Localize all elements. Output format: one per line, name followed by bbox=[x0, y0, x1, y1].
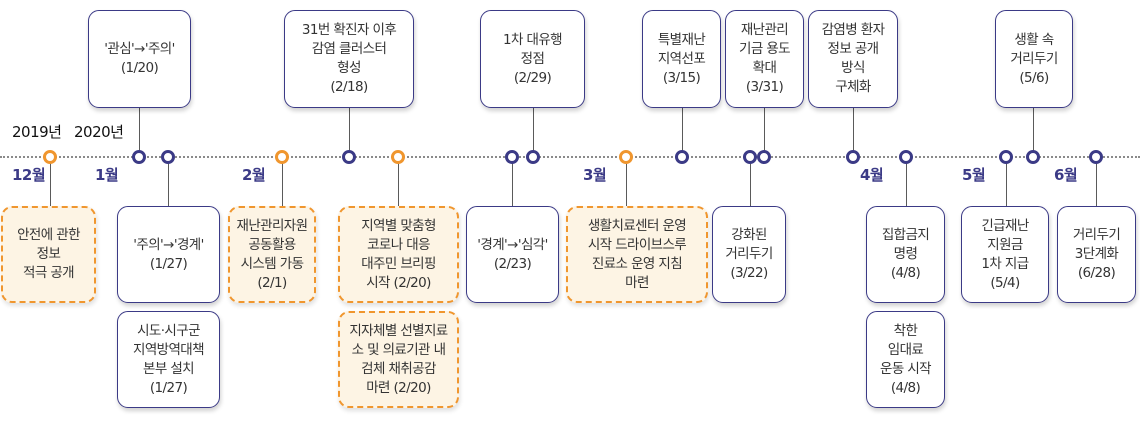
event-box-alert-attention: '관심'→'주의' (1/20) bbox=[88, 10, 191, 108]
timeline-marker-national bbox=[743, 150, 757, 164]
timeline-marker-national bbox=[526, 150, 540, 164]
timeline-marker-national bbox=[899, 150, 913, 164]
month-label-apr: 4월 bbox=[860, 166, 884, 184]
event-box-regional-hq: 시도·시구군 지역방역대책 본부 설치 (1/27) bbox=[117, 311, 220, 408]
connector-line bbox=[626, 158, 627, 206]
connector-line bbox=[512, 158, 513, 206]
event-box-first-wave-peak: 1차 대유행 정점 (2/29) bbox=[480, 10, 585, 108]
timeline-marker-national bbox=[1026, 150, 1040, 164]
timeline-marker-local bbox=[391, 150, 405, 164]
connector-line bbox=[750, 158, 751, 206]
month-label-mar: 3월 bbox=[583, 166, 607, 184]
connector-line bbox=[853, 108, 854, 156]
event-box-good-landlord: 착한 임대료 운동 시작 (4/8) bbox=[866, 311, 945, 408]
event-box-emergency-relief-fund: 긴급재난 지원금 1차 지급 (5/4) bbox=[961, 206, 1049, 303]
timeline-marker-national bbox=[132, 150, 146, 164]
event-box-gathering-ban: 집합금지 명령 (4/8) bbox=[866, 206, 945, 303]
event-box-patient-info-disclosure: 감염병 환자 정보 공개 방식 구체화 bbox=[808, 10, 898, 108]
event-box-screening-clinic: 지자체별 선별지료 소 및 의료기관 내 검체 채취공감 마련 (2/20) bbox=[338, 311, 459, 408]
year-label-2019: 2019년 bbox=[12, 123, 62, 141]
year-label-2020: 2020년 bbox=[74, 123, 124, 141]
connector-line bbox=[1033, 108, 1034, 156]
event-box-three-level-distancing: 거리두기 3단계화 (6/28) bbox=[1057, 206, 1136, 303]
timeline-marker-national bbox=[161, 150, 175, 164]
connector-line bbox=[906, 158, 907, 206]
event-box-safety-info-disclosure: 안전에 관한 정보 적극 공개 bbox=[1, 206, 96, 303]
event-box-alert-serious: '경계'→'심각' (2/23) bbox=[466, 206, 559, 303]
connector-line bbox=[349, 108, 350, 156]
event-box-treatment-center: 생활치료센터 운영 시작 드라이브스루 진료소 운영 지침 마련 bbox=[566, 206, 708, 303]
timeline-marker-national bbox=[846, 150, 860, 164]
event-box-alert-caution: '주의'→'경계' (1/27) bbox=[117, 206, 220, 303]
event-box-disaster-fund-expansion: 재난관리 기금 용도 확대 (3/31) bbox=[725, 10, 804, 108]
month-label-feb: 2월 bbox=[242, 166, 266, 184]
connector-line bbox=[1096, 158, 1097, 206]
timeline-marker-national bbox=[342, 150, 356, 164]
month-label-dec: 12월 bbox=[12, 166, 46, 184]
connector-line bbox=[764, 108, 765, 156]
connector-line bbox=[1006, 158, 1007, 206]
connector-line bbox=[282, 158, 283, 206]
month-label-jan: 1월 bbox=[95, 166, 119, 184]
event-box-cluster-formation: 31번 확진자 이후 감염 클러스터 형성 (2/18) bbox=[284, 10, 414, 108]
event-box-special-disaster-zone: 특별재난 지역선포 (3/15) bbox=[642, 10, 721, 108]
timeline-marker-national bbox=[505, 150, 519, 164]
event-box-resource-sharing-system: 재난관리자원 공동활용 시스템 가동 (2/1) bbox=[228, 206, 316, 303]
event-box-strengthened-distancing: 강화된 거리두기 (3/22) bbox=[712, 206, 786, 303]
event-box-local-briefing: 지역별 맞춤형 코로나 대응 대주민 브리핑 시작 (2/20) bbox=[338, 206, 459, 303]
timeline-marker-national bbox=[757, 150, 771, 164]
timeline-marker-national bbox=[999, 150, 1013, 164]
connector-line bbox=[50, 158, 51, 206]
month-label-may: 5월 bbox=[962, 166, 986, 184]
connector-line bbox=[168, 158, 169, 206]
timeline-axis bbox=[0, 156, 1140, 158]
connector-line bbox=[682, 108, 683, 156]
timeline-marker-national bbox=[1089, 150, 1103, 164]
connector-line bbox=[533, 108, 534, 156]
month-label-jun: 6월 bbox=[1054, 166, 1078, 184]
timeline-marker-local bbox=[619, 150, 633, 164]
connector-line bbox=[398, 158, 399, 206]
timeline-marker-national bbox=[675, 150, 689, 164]
connector-line bbox=[139, 108, 140, 156]
event-box-everyday-distancing: 생활 속 거리두기 (5/6) bbox=[995, 10, 1073, 108]
timeline-marker-local bbox=[275, 150, 289, 164]
timeline-marker-local bbox=[43, 150, 57, 164]
